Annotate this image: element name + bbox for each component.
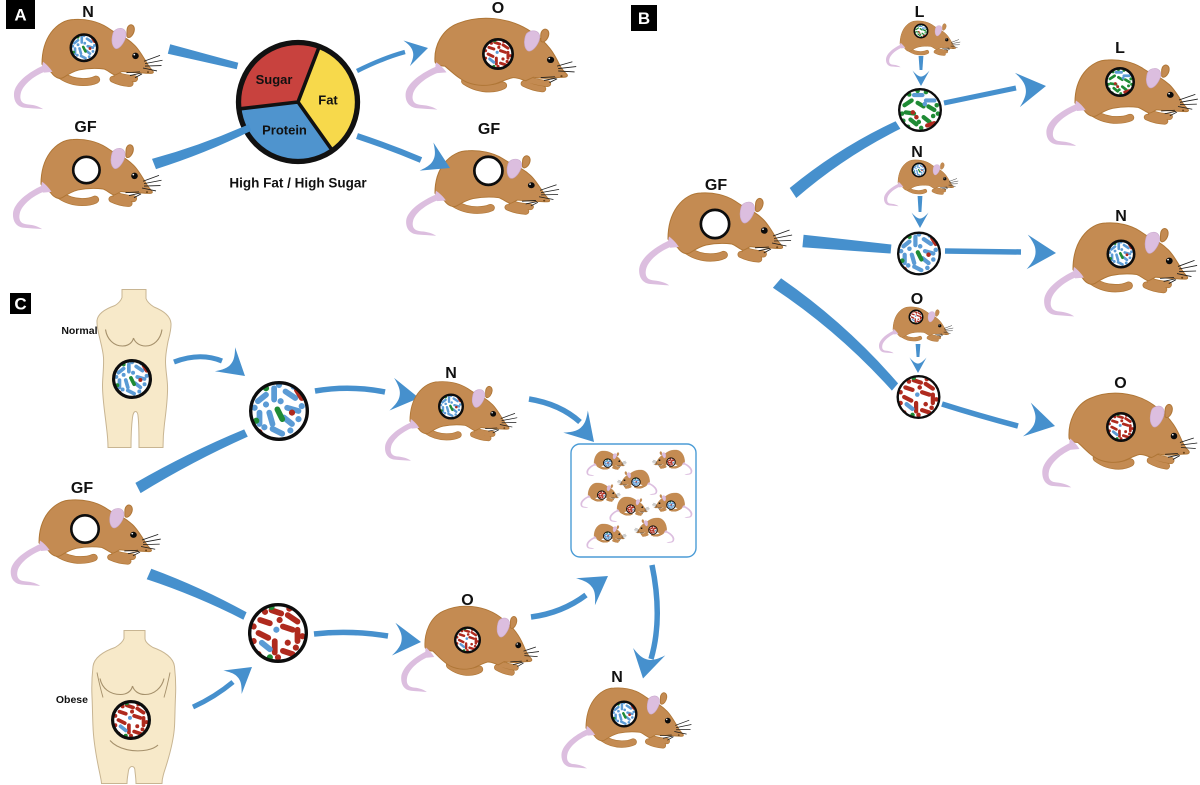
svg-text:GF: GF	[71, 480, 93, 497]
svg-text:Obese: Obese	[56, 694, 88, 706]
svg-text:L: L	[1115, 40, 1125, 57]
svg-text:GF: GF	[705, 177, 727, 194]
svg-text:C: C	[14, 295, 26, 314]
svg-text:Fat: Fat	[318, 93, 338, 108]
svg-text:A: A	[14, 6, 26, 25]
svg-text:Protein: Protein	[262, 123, 307, 138]
svg-text:O: O	[492, 0, 504, 17]
svg-text:N: N	[82, 4, 94, 21]
svg-text:N: N	[611, 669, 623, 686]
svg-text:N: N	[911, 144, 923, 161]
svg-text:Normal: Normal	[61, 325, 97, 337]
svg-text:N: N	[445, 365, 457, 382]
svg-text:O: O	[911, 291, 923, 308]
svg-text:Sugar: Sugar	[256, 72, 293, 87]
svg-text:L: L	[915, 4, 925, 21]
svg-text:GF: GF	[74, 119, 96, 136]
svg-text:B: B	[638, 9, 650, 28]
svg-text:O: O	[1114, 375, 1126, 392]
svg-text:High Fat / High Sugar: High Fat / High Sugar	[229, 176, 367, 191]
svg-text:GF: GF	[478, 121, 500, 138]
svg-text:N: N	[1115, 208, 1127, 225]
svg-text:O: O	[461, 592, 473, 609]
